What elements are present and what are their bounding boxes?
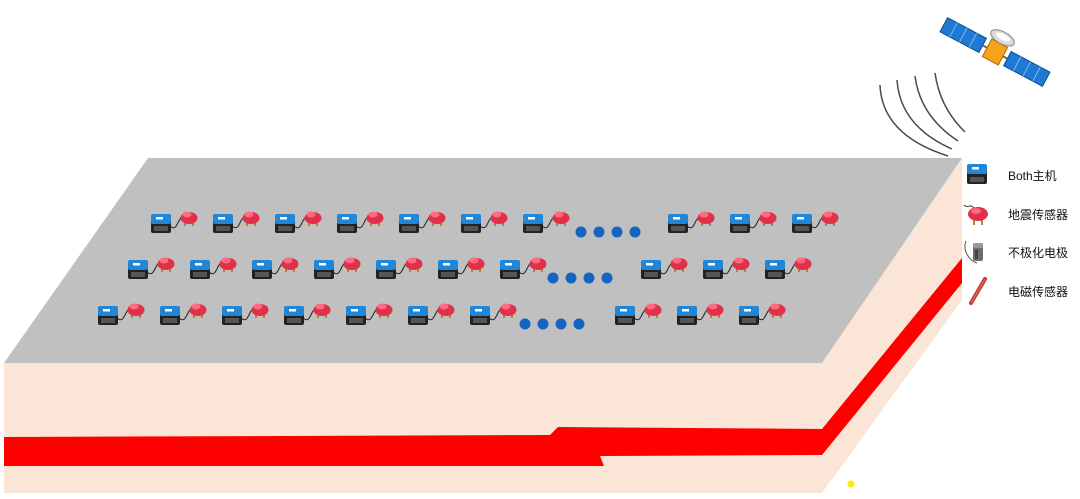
both-host-icon	[151, 214, 171, 233]
station-3-4	[284, 303, 331, 325]
station-1-4	[337, 211, 384, 233]
station-1-8	[668, 211, 715, 233]
ellipsis-dot	[573, 318, 585, 330]
both-host-icon	[376, 260, 396, 279]
station-1-9	[730, 211, 777, 233]
station-2-2	[190, 257, 237, 279]
ellipsis-dot	[611, 226, 623, 238]
legend-item-2: 地震传感器	[960, 199, 1075, 229]
signal-wave-3	[896, 79, 953, 150]
legend-label: 电磁传感器	[1008, 284, 1069, 299]
fault-layer-front	[4, 427, 822, 466]
ellipsis-dot	[593, 226, 605, 238]
signal-waves	[879, 72, 966, 157]
both-host-icon	[213, 214, 233, 233]
both-host-icon	[523, 214, 543, 233]
both-host-icon	[252, 260, 272, 279]
both-host-icon	[222, 306, 242, 325]
station-1-1	[151, 211, 198, 233]
ellipsis-dot	[537, 318, 549, 330]
ellipsis-dot	[601, 272, 613, 284]
both-host-icon	[337, 214, 357, 233]
station-3-1	[98, 303, 145, 325]
station-3-10	[739, 303, 786, 325]
front-face	[4, 363, 822, 493]
station-1-10	[792, 211, 839, 233]
both-host-icon	[703, 260, 723, 279]
station-2-8	[641, 257, 688, 279]
both-host-icon	[641, 260, 661, 279]
station-3-2	[160, 303, 207, 325]
both-host-icon	[500, 260, 520, 279]
both-host-icon	[160, 306, 180, 325]
ellipsis-dot	[555, 318, 567, 330]
station-1-2	[213, 211, 260, 233]
station-2-4	[314, 257, 361, 279]
both-host-icon	[739, 306, 759, 325]
station-3-6	[408, 303, 455, 325]
station-3-9	[677, 303, 724, 325]
seismic-sensor-icon	[960, 199, 994, 229]
station-1-7	[523, 211, 570, 233]
ellipsis-dot	[583, 272, 595, 284]
sensor-grid	[98, 211, 839, 330]
ellipsis-dot	[565, 272, 577, 284]
ellipsis-dot	[629, 226, 641, 238]
legend-label: Both主机	[1008, 168, 1057, 183]
station-3-8	[615, 303, 662, 325]
both-host-icon	[408, 306, 428, 325]
station-2-1	[128, 257, 175, 279]
both-host-icon	[461, 214, 481, 233]
ellipsis-dot	[575, 226, 587, 238]
legend-item-3: 不极化电极	[960, 237, 1075, 267]
non-polarized-electrode-icon	[960, 237, 994, 267]
station-2-9	[703, 257, 750, 279]
station-2-6	[438, 257, 485, 279]
signal-wave-1	[934, 72, 966, 133]
both-host-icon	[677, 306, 697, 325]
both-host-icon	[438, 260, 458, 279]
ground-surface	[4, 158, 962, 363]
both-host-icon	[346, 306, 366, 325]
both-host-icon	[314, 260, 334, 279]
both-host-icon	[275, 214, 295, 233]
both-host-icon	[284, 306, 304, 325]
em-sensor-icon	[960, 276, 994, 306]
ellipsis-dot	[547, 272, 559, 284]
both-host-icon	[98, 306, 118, 325]
both-host-icon	[615, 306, 635, 325]
legend-item-1: Both主机	[960, 160, 1075, 190]
both-host-icon	[792, 214, 812, 233]
station-1-3	[275, 211, 322, 233]
legend-label: 不极化电极	[1008, 245, 1069, 260]
station-2-7	[500, 257, 547, 279]
both-host-icon	[765, 260, 785, 279]
station-2-5	[376, 257, 423, 279]
station-3-3	[222, 303, 269, 325]
station-1-5	[399, 211, 446, 233]
ellipsis-dot	[519, 318, 531, 330]
legend-item-4: 电磁传感器	[960, 276, 1075, 306]
block-sides	[4, 158, 962, 493]
station-2-10	[765, 257, 812, 279]
station-3-5	[346, 303, 393, 325]
both-host-icon	[190, 260, 210, 279]
both-host-icon	[470, 306, 490, 325]
signal-wave-4	[879, 84, 949, 157]
both-host-icon	[128, 260, 148, 279]
both-host-icon	[960, 160, 994, 190]
satellite-icon	[939, 17, 1051, 87]
signal-wave-2	[914, 75, 959, 142]
station-2-3	[252, 257, 299, 279]
both-host-icon	[730, 214, 750, 233]
marker-dot	[847, 480, 855, 488]
legend-label: 地震传感器	[1008, 207, 1069, 222]
both-host-icon	[668, 214, 688, 233]
both-host-icon	[399, 214, 419, 233]
station-1-6	[461, 211, 508, 233]
fault-layer-side	[822, 258, 962, 455]
station-3-7	[470, 303, 517, 325]
